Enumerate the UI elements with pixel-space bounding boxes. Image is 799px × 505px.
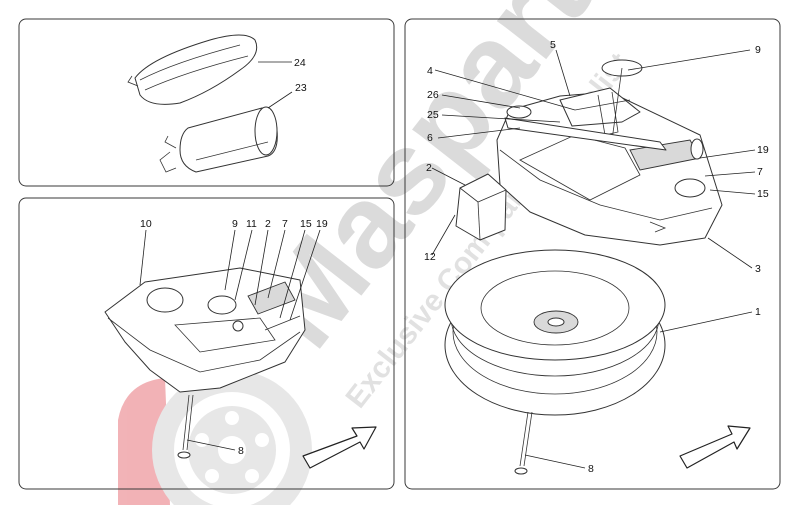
- callout-15: 15: [757, 188, 769, 200]
- callout-5: 5: [550, 39, 556, 51]
- callouts-bottom-left: 10 9 11 2 7 15 19 8: [140, 218, 328, 457]
- callout-6: 6: [427, 132, 433, 144]
- callout-4: 4: [427, 65, 433, 77]
- callout-7: 7: [282, 218, 288, 230]
- foam-block-drawing: [455, 173, 507, 241]
- callout-3: 3: [755, 263, 761, 275]
- callout-2: 2: [265, 218, 271, 230]
- callout-23: 23: [295, 82, 307, 94]
- callout-19: 19: [757, 144, 769, 156]
- callout-8: 8: [238, 445, 244, 457]
- direction-arrow-right: [679, 425, 751, 469]
- callout-26: 26: [427, 89, 439, 101]
- inflator-canister-drawing: [159, 106, 278, 173]
- callout-10: 10: [140, 218, 152, 230]
- long-tool-rod-drawing: [504, 105, 667, 151]
- callout-7: 7: [757, 166, 763, 178]
- callout-24: 24: [294, 57, 306, 69]
- tool-bag-drawing: [127, 34, 258, 105]
- callout-12: 12: [424, 251, 436, 263]
- direction-arrow-left: [302, 426, 377, 469]
- callout-8: 8: [588, 463, 594, 475]
- wheel-brace-drawing: [601, 59, 643, 141]
- jack-drawing: [559, 87, 641, 136]
- callout-2: 2: [426, 162, 432, 174]
- callout-9: 9: [232, 218, 238, 230]
- spare-tray-small-drawing: [104, 267, 306, 393]
- callout-25: 25: [427, 109, 439, 121]
- callout-9: 9: [755, 44, 761, 56]
- leader-lines: [139, 49, 756, 469]
- panel-right: [404, 18, 781, 490]
- callout-1: 1: [755, 306, 761, 318]
- callout-15: 15: [300, 218, 312, 230]
- bolt-large-drawing: [514, 411, 533, 475]
- bolt-small-drawing: [177, 394, 194, 459]
- spare-wheel-drawing: [444, 249, 666, 416]
- panel-bottom-left: [18, 197, 395, 490]
- callout-19: 19: [316, 218, 328, 230]
- callouts-top-left: 24 23: [294, 57, 307, 94]
- callout-11: 11: [246, 218, 257, 230]
- callouts-right: 5 9 4 26 25 6 19 7 15 2 12 3 1 8: [424, 39, 769, 475]
- panel-top-left: [18, 18, 395, 187]
